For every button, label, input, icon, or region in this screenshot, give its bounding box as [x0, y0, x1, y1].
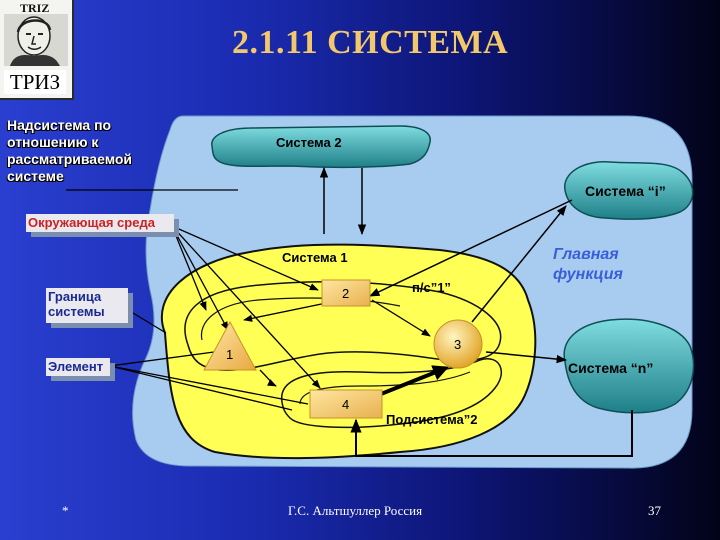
footer-left: *: [62, 503, 69, 518]
boundary-label: Граница системы: [46, 288, 128, 323]
arrow-system-n-feedback: [350, 410, 633, 457]
portrait-icon: [4, 14, 68, 66]
logo-label: ТРИЗ: [4, 70, 66, 94]
element-3-label: 3: [454, 337, 461, 352]
system-i-label: Система “i”: [585, 183, 666, 199]
subsystem1-label: п/с”1”: [412, 280, 451, 295]
footer-center: Г.С. Альтшуллер Россия: [288, 503, 423, 518]
arrow-1-to-4: [259, 369, 277, 387]
system1-label: Система 1: [282, 250, 348, 265]
main-function-label: Главная функция: [553, 246, 623, 283]
system2-shape: [211, 125, 431, 169]
system-n-label: Система “n”: [568, 360, 653, 376]
env-arrow-to-1: [171, 225, 229, 331]
element-label: Элемент: [46, 358, 110, 376]
env-arrow-to-4: [171, 225, 321, 389]
system2-label: Система 2: [276, 135, 342, 150]
element-2-label: 2: [342, 286, 349, 301]
logo-top-text: TRIZ: [20, 1, 50, 15]
element-pointer-1: [109, 351, 215, 367]
element-1-triangle[interactable]: [203, 320, 257, 371]
system-i-shape: [564, 161, 694, 220]
env-arrow-to-1b: [171, 225, 207, 311]
system-n-shape: [563, 318, 695, 414]
footer-right: 37: [648, 503, 661, 518]
slide-title: 2.1.11 СИСТЕМА: [232, 24, 509, 61]
subsystem2-label: Подсистема”2: [386, 412, 477, 427]
arrow-3-to-system-n: [485, 351, 568, 364]
element-pointer-3: [109, 365, 293, 411]
element-2-box[interactable]: [321, 279, 371, 307]
element-4-box[interactable]: [309, 389, 383, 419]
triz-logo: TRIZ ТРИЗ: [0, 0, 74, 100]
arrow-system-i-to-4: [369, 199, 573, 297]
arrow-3-to-system-i: [471, 205, 567, 323]
boundary-pointer: [127, 309, 167, 334]
arrow-2-to-3: [371, 299, 431, 337]
element-1-label: 1: [226, 347, 233, 362]
environment-label: Окружающая среда: [26, 214, 174, 232]
element-4-label: 4: [342, 397, 349, 412]
arrow-4-to-3-bold: [375, 365, 449, 398]
element-3-circle[interactable]: [433, 319, 483, 369]
supersystem-note: Надсистема по отношению к рассматриваемо…: [7, 117, 133, 184]
element-pointer-2: [109, 365, 309, 405]
env-arrow-to-2: [171, 225, 319, 291]
subsystem2-outline: [281, 358, 502, 429]
